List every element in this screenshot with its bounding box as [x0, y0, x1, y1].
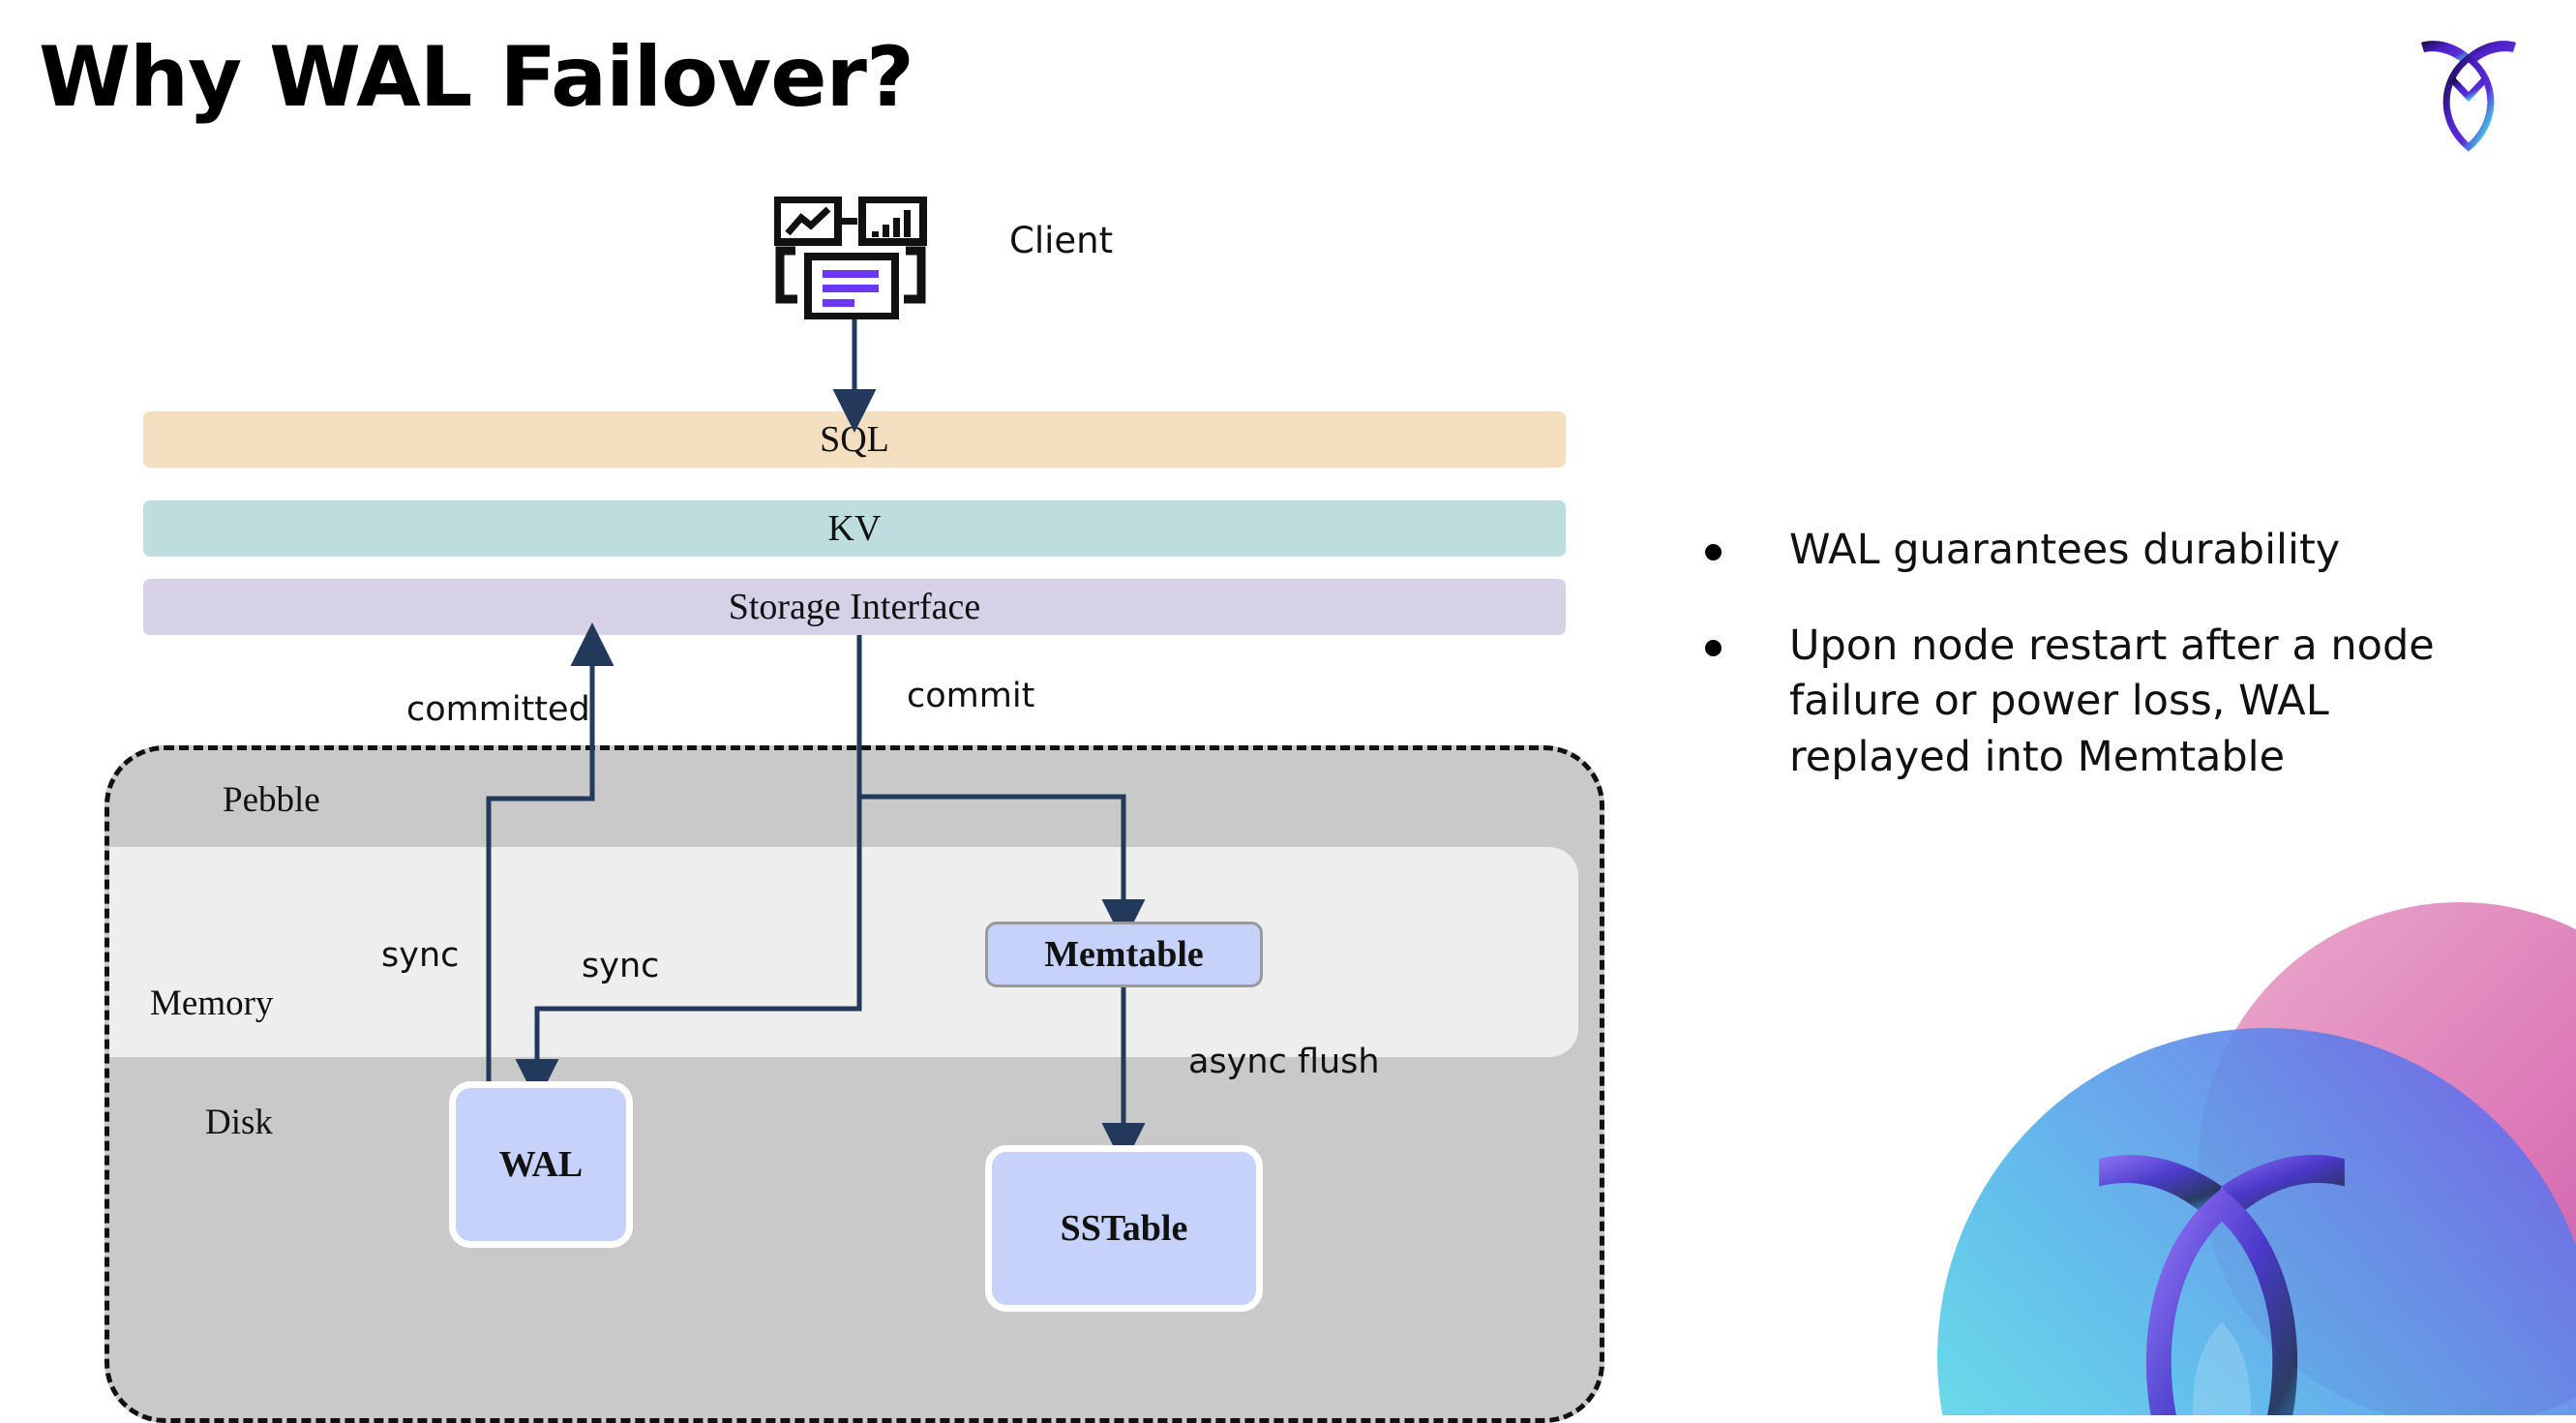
edge-label-async-flush: async flush [1188, 1043, 1380, 1081]
bullet-text: Upon node restart after a node failure o… [1789, 621, 2435, 781]
layer-bar-storage-interface[interactable]: Storage Interface [143, 579, 1566, 635]
layer-bar-kv[interactable]: KV [143, 500, 1566, 557]
node-memtable[interactable]: Memtable [985, 922, 1263, 987]
bullet-text: WAL guarantees durability [1789, 526, 2341, 574]
slide-title: Why WAL Failover? [39, 29, 914, 126]
pebble-label: Pebble [223, 780, 320, 820]
list-item: Upon node restart after a node failure o… [1705, 619, 2518, 785]
node-wal-label: WAL [498, 1144, 584, 1185]
bullet-dot-icon [1705, 544, 1722, 560]
memory-zone-label: Memory [150, 984, 274, 1023]
node-sstable-label: SSTable [1060, 1208, 1188, 1249]
node-memtable-label: Memtable [1044, 934, 1204, 975]
disk-zone-label: Disk [205, 1103, 273, 1142]
edge-label-sync-2: sync [582, 947, 660, 985]
bullet-dot-icon [1705, 640, 1722, 657]
layer-bar-kv-label: KV [827, 508, 882, 549]
edge-label-sync-1: sync [381, 936, 460, 975]
node-wal[interactable]: WAL [449, 1081, 633, 1248]
list-item: WAL guarantees durability [1705, 523, 2518, 578]
notes-bullet-list: WAL guarantees durability Upon node rest… [1705, 523, 2518, 826]
node-sstable[interactable]: SSTable [985, 1145, 1263, 1312]
client-label: Client [1009, 220, 1114, 261]
cockroach-logo-icon [2415, 37, 2522, 153]
memory-zone [109, 847, 1578, 1057]
client-dashboard-icon [773, 196, 931, 320]
layer-bar-storage-interface-label: Storage Interface [728, 587, 981, 627]
edge-label-committed: committed [406, 690, 590, 729]
edge-label-commit: commit [907, 677, 1035, 715]
